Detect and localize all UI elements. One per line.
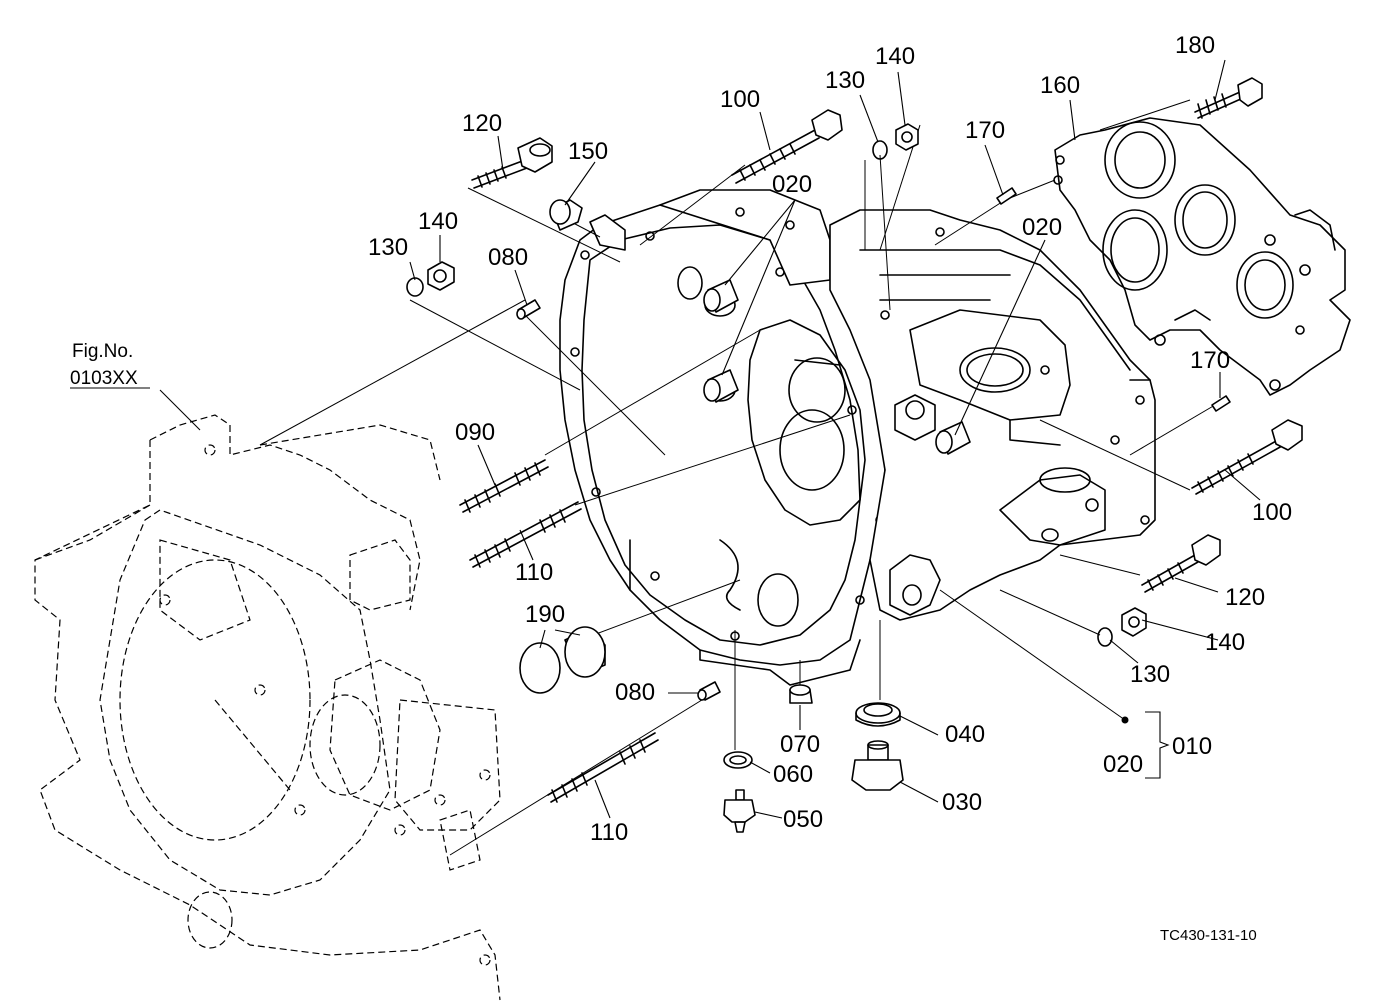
callout-labels: 180 140 130 160 100 170 120 150 020 020 …	[70, 32, 1292, 944]
label-020-right: 020	[1022, 214, 1062, 241]
plugs-190	[519, 626, 606, 694]
label-180: 180	[1175, 32, 1215, 59]
parts	[406, 77, 1303, 833]
rear-cover-plate	[1053, 117, 1351, 396]
stud-110-lower	[547, 732, 659, 803]
pin-170-right	[1211, 395, 1231, 412]
label-120-top: 120	[462, 110, 502, 137]
pin-170-top	[996, 187, 1017, 205]
callout-leaders	[159, 59, 1261, 819]
bolt-120-top	[471, 137, 553, 189]
label-130-top: 130	[825, 67, 865, 94]
label-170-top: 170	[965, 117, 1005, 144]
plug-070	[789, 684, 813, 704]
label-160: 160	[1040, 72, 1080, 99]
stud-110-upper	[469, 501, 582, 568]
label-140-top: 140	[875, 43, 915, 70]
bolt-120-right	[1141, 534, 1221, 593]
label-020-top: 020	[772, 171, 812, 198]
washer-nut-left	[406, 261, 455, 297]
label-130-right: 130	[1130, 661, 1170, 688]
drain-plug-030	[851, 740, 904, 791]
label-130-left: 130	[368, 234, 408, 261]
label-100-right: 100	[1252, 499, 1292, 526]
label-060: 060	[773, 761, 813, 788]
label-090: 090	[455, 419, 495, 446]
bushings-020	[703, 279, 971, 455]
label-050: 050	[783, 806, 823, 833]
bolt-180	[1194, 77, 1263, 119]
label-040: 040	[945, 721, 985, 748]
alignment-lines	[259, 99, 1216, 856]
label-140-right: 140	[1205, 629, 1245, 656]
label-080-top: 080	[488, 244, 528, 271]
label-150: 150	[568, 138, 608, 165]
figure-ref-line1: Fig.No.	[72, 341, 133, 362]
label-080-lower: 080	[615, 679, 655, 706]
bolt-100-top	[731, 109, 843, 184]
washer-nut-right	[1097, 607, 1147, 647]
pin-080-top	[516, 299, 541, 320]
label-120-right: 120	[1225, 584, 1265, 611]
seal-040	[855, 702, 901, 727]
label-030: 030	[942, 789, 982, 816]
bolt-100-right	[1191, 419, 1303, 495]
label-010: 010	[1172, 733, 1212, 760]
label-190: 190	[525, 601, 565, 628]
label-100-top: 100	[720, 86, 760, 113]
bushing-150	[549, 199, 583, 231]
sensor-050	[723, 789, 756, 833]
washer-nut-top	[872, 123, 919, 160]
drawing-code: TC430-131-10	[1160, 927, 1257, 944]
label-020-assembly: 020	[1103, 751, 1143, 778]
washer-060	[723, 751, 753, 769]
label-170-right: 170	[1190, 347, 1230, 374]
reference-housing-left	[34, 414, 501, 1001]
label-140-left: 140	[418, 208, 458, 235]
pin-080-lower	[697, 681, 721, 701]
label-070: 070	[780, 731, 820, 758]
main-clutch-housing	[559, 189, 1156, 686]
stud-090	[459, 459, 549, 513]
label-110-lower: 110	[590, 819, 628, 846]
label-110-upper: 110	[515, 559, 553, 586]
figure-ref-line2: 0103XX	[70, 368, 138, 389]
